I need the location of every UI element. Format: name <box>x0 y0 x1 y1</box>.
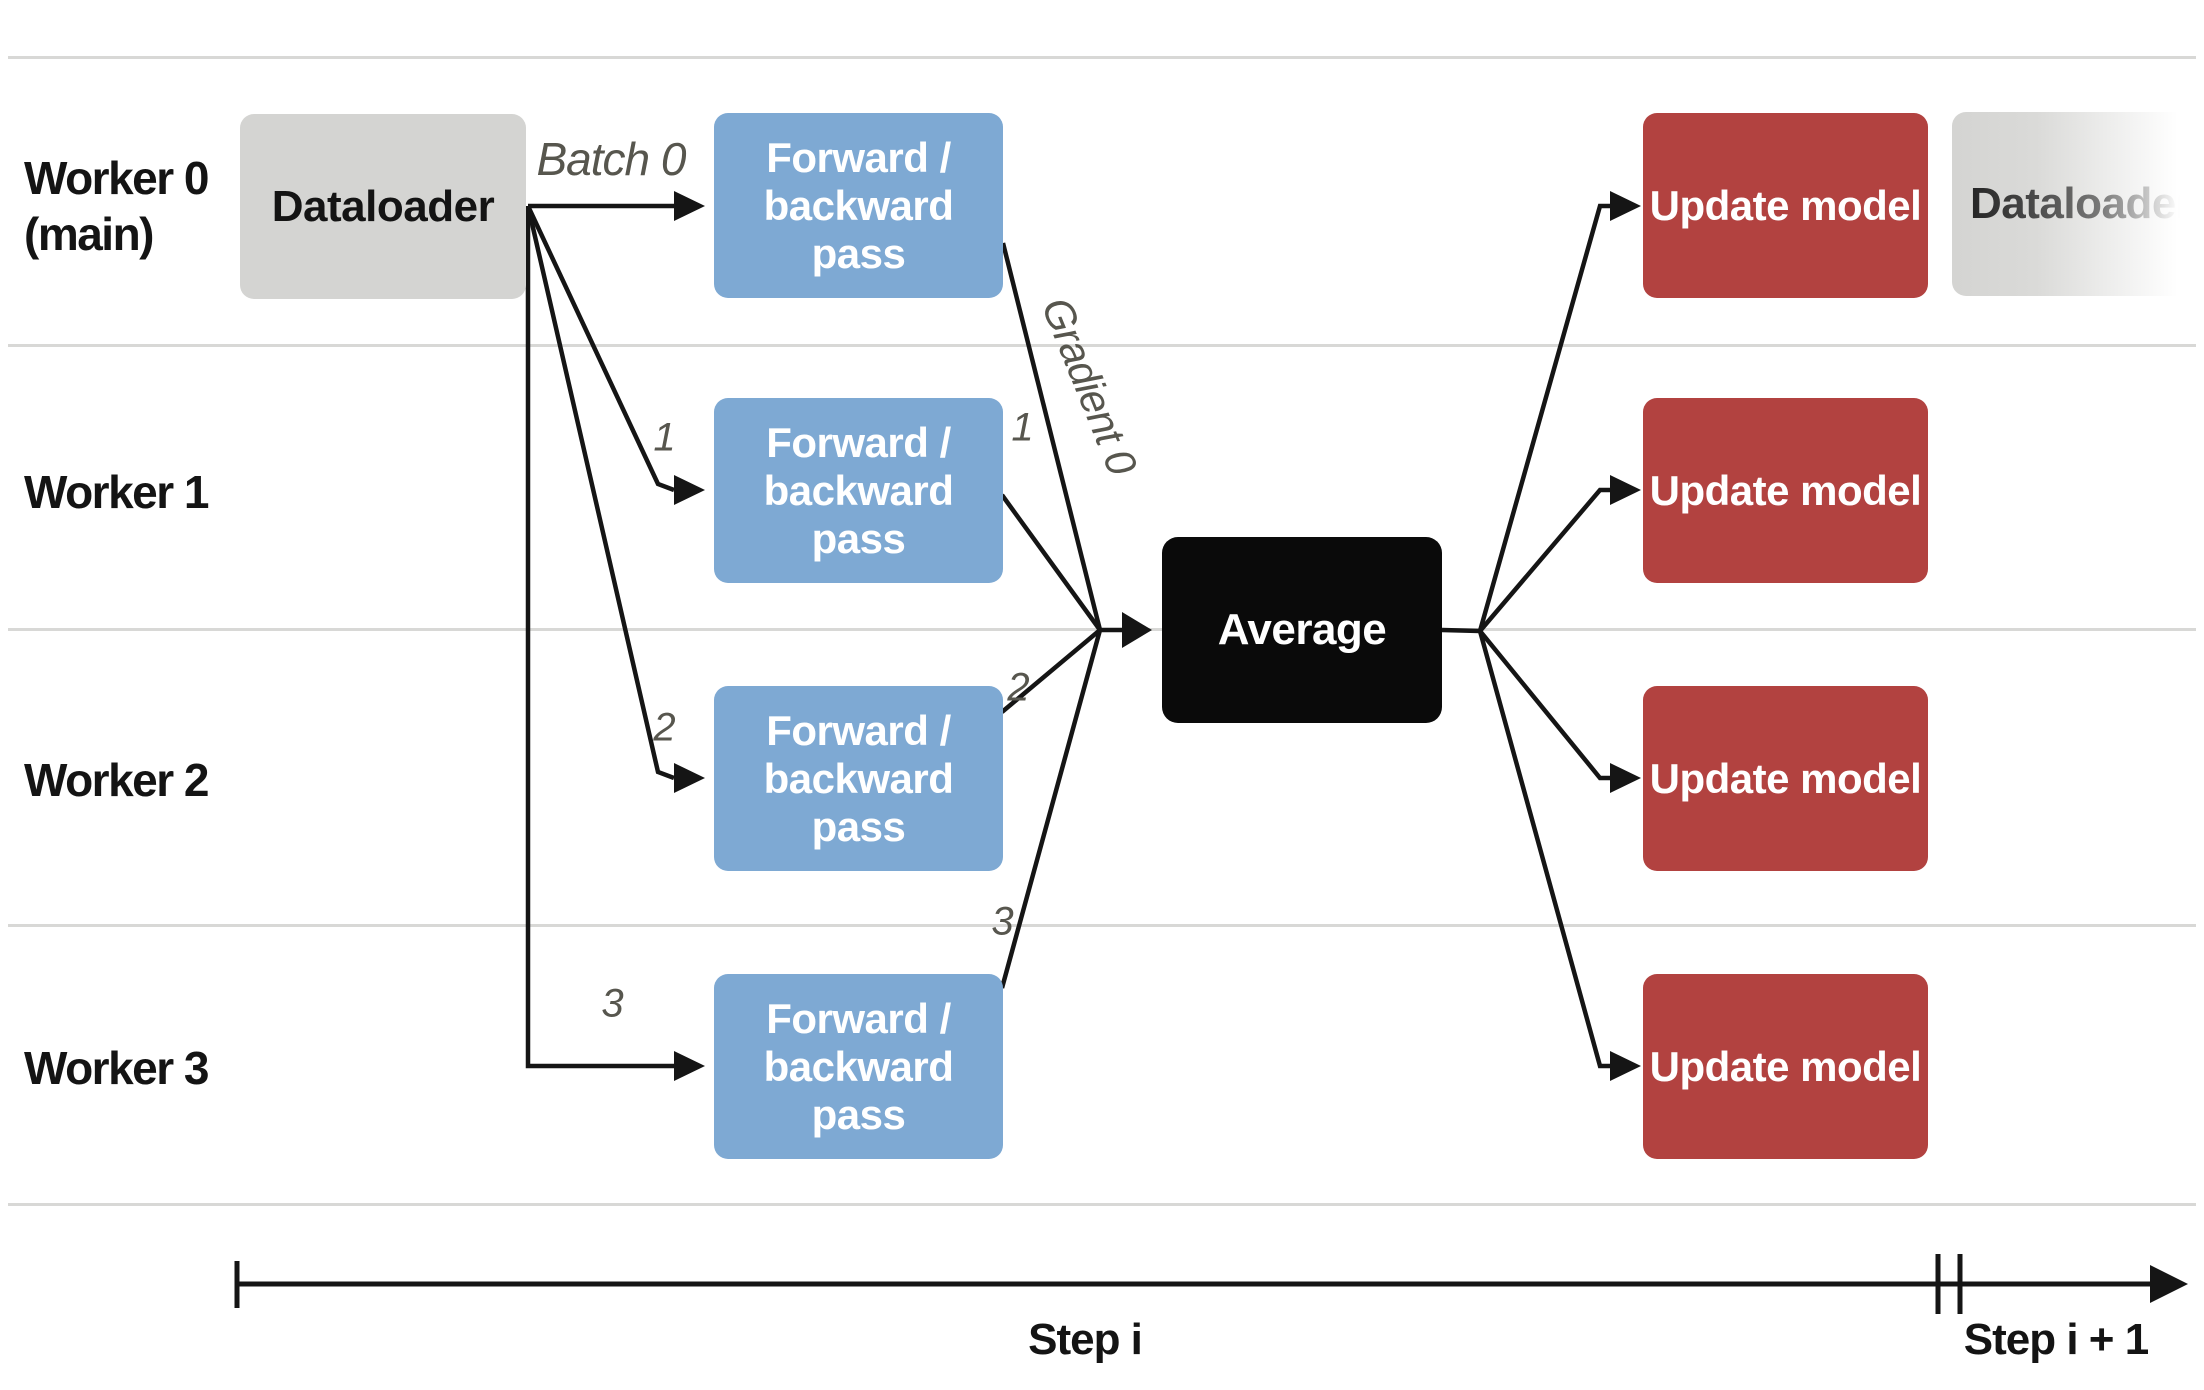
batch-0-annotation: Batch 0 <box>536 133 687 185</box>
forward-backward-box-worker3: Forward / backward pass <box>714 974 1003 1159</box>
gradient-2-line <box>1000 628 1102 714</box>
gradient-1-annotation: 1 <box>1011 405 1033 450</box>
lane-separator-3 <box>8 924 2196 927</box>
update-0-arrow-line <box>1477 203 1610 632</box>
gradient-1-line <box>1000 493 1102 632</box>
lane-separator-1 <box>8 344 2196 347</box>
batch-3-arrow-line <box>525 206 674 1069</box>
update-model-box-worker1: Update model <box>1643 398 1928 583</box>
dataloader-box: Dataloader <box>240 114 526 299</box>
batch-2-arrowhead <box>674 763 705 793</box>
batch-1-arrowhead <box>674 475 705 505</box>
worker-0-label: Worker 0 (main) <box>24 150 210 262</box>
update-0-arrowhead <box>1610 191 1641 221</box>
forward-backward-line1: Forward / <box>766 994 951 1042</box>
batch-3-arrowhead <box>674 1051 705 1081</box>
worker-2-label: Worker 2 <box>24 754 210 806</box>
average-box: Average <box>1162 537 1442 723</box>
forward-backward-line1: Forward / <box>766 418 951 466</box>
update-3-arrowhead <box>1610 1051 1641 1081</box>
batch-1-arrow-line <box>525 205 675 493</box>
average-input-arrowhead <box>1122 612 1152 648</box>
gradient-0-line <box>1000 242 1103 631</box>
time-axis-arrowhead <box>2150 1265 2188 1303</box>
forward-backward-line2: backward pass <box>763 754 954 850</box>
update-model-box-worker2: Update model <box>1643 686 1928 871</box>
batch-0-arrowhead <box>674 191 705 221</box>
next-step-dataloader-box: Dataloader <box>1952 112 2193 296</box>
update-3-arrow-line <box>1477 630 1610 1069</box>
worker-0-label-line1: Worker 0 <box>24 152 210 204</box>
forward-backward-box-worker0: Forward / backward pass <box>714 113 1003 298</box>
lane-separator-bottom <box>8 1203 2196 1206</box>
batch-3-annotation: 3 <box>601 981 623 1026</box>
worker-1-label: Worker 1 <box>24 466 210 518</box>
update-1-arrowhead <box>1610 475 1641 505</box>
forward-backward-line2: backward pass <box>763 1042 954 1138</box>
update-2-arrow-line <box>1478 629 1610 781</box>
next-step-dataloader-label: Dataloader <box>1952 180 2193 228</box>
batch-1-annotation: 1 <box>653 415 675 460</box>
gradient-3-annotation: 3 <box>991 899 1013 944</box>
update-2-arrowhead <box>1610 763 1641 793</box>
step-i-label: Step i <box>1028 1315 1143 1364</box>
gradient-3-line <box>999 629 1103 989</box>
forward-backward-box-worker1: Forward / backward pass <box>714 398 1003 583</box>
gradient-2-annotation: 2 <box>1007 665 1029 710</box>
batch-2-arrow-line <box>525 205 675 781</box>
forward-backward-line1: Forward / <box>766 133 951 181</box>
forward-backward-box-worker2: Forward / backward pass <box>714 686 1003 871</box>
forward-backward-line2: backward pass <box>763 181 954 277</box>
step-i-plus-1-label: Step i + 1 <box>1963 1315 2149 1364</box>
update-model-box-worker0: Update model <box>1643 113 1928 298</box>
average-output-stub <box>1441 627 1481 634</box>
lane-separator-top <box>8 56 2196 59</box>
update-1-arrow-line <box>1478 487 1610 633</box>
forward-backward-line1: Forward / <box>766 706 951 754</box>
forward-backward-line2: backward pass <box>763 466 954 562</box>
worker-0-label-line2: (main) <box>24 208 155 260</box>
update-model-box-worker3: Update model <box>1643 974 1928 1159</box>
worker-3-label: Worker 3 <box>24 1042 210 1094</box>
batch-2-annotation: 2 <box>653 705 675 750</box>
